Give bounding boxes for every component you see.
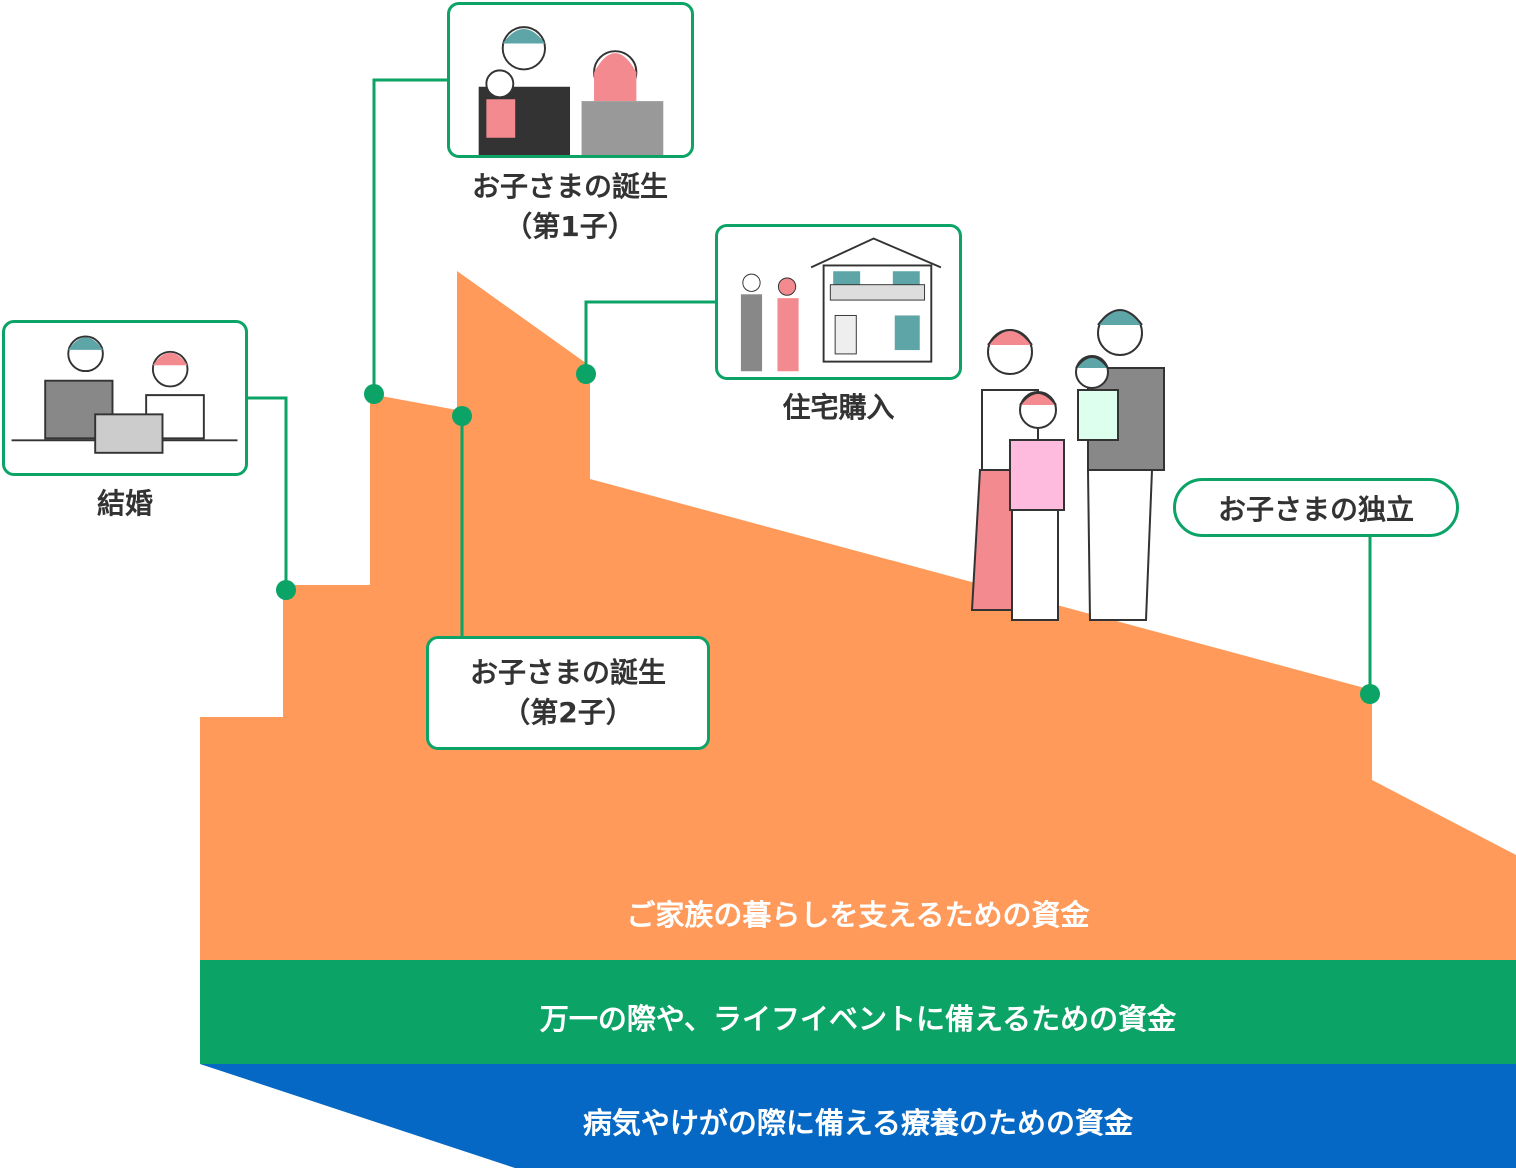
event-box-independence: お子さまの独立 [1173,478,1459,537]
first-child-illustration-box [447,2,694,158]
connector-marriage [248,396,288,590]
event-label-marriage: 結婚 [96,487,153,520]
family-illustration [970,309,1165,621]
connector-house [584,300,715,374]
emergency-funds-label: 万一の際や、ライフイベントに備えるための資金 [539,1002,1177,1036]
timeline-dot [276,580,296,600]
timeline-dot [364,384,384,404]
marriage-illustration-box [2,320,248,476]
event-label-first-child: お子さまの誕生 （第1子） [430,167,710,247]
house-illustration-box [715,224,962,380]
event-label-second-child-line1: お子さまの誕生 [469,656,666,689]
medical-funds-band [200,1064,1516,1168]
parents-with-baby-illustration [478,26,664,155]
timeline-dot [452,406,472,426]
living-funds-label: ご家族の暮らしを支えるための資金 [626,898,1090,932]
event-label-house: 住宅購入 [782,391,895,424]
timeline-dot [1360,684,1380,704]
event-label-first-child-line2: （第1子） [504,210,636,243]
living-funds-area [200,271,1516,960]
timeline-dot [576,364,596,384]
connector-first-child [372,78,447,394]
house-illustration [740,237,942,372]
couple-illustration [11,335,238,454]
event-label-second-child-line2: （第2子） [502,696,634,729]
emergency-funds-band [200,960,1516,1064]
medical-funds-label: 病気やけがの際に備える療養のための資金 [582,1106,1134,1140]
event-box-second-child: お子さまの誕生 （第2子） [426,636,710,750]
event-label-independence: お子さまの独立 [1217,492,1414,526]
event-label-first-child-line1: お子さまの誕生 [471,170,668,203]
